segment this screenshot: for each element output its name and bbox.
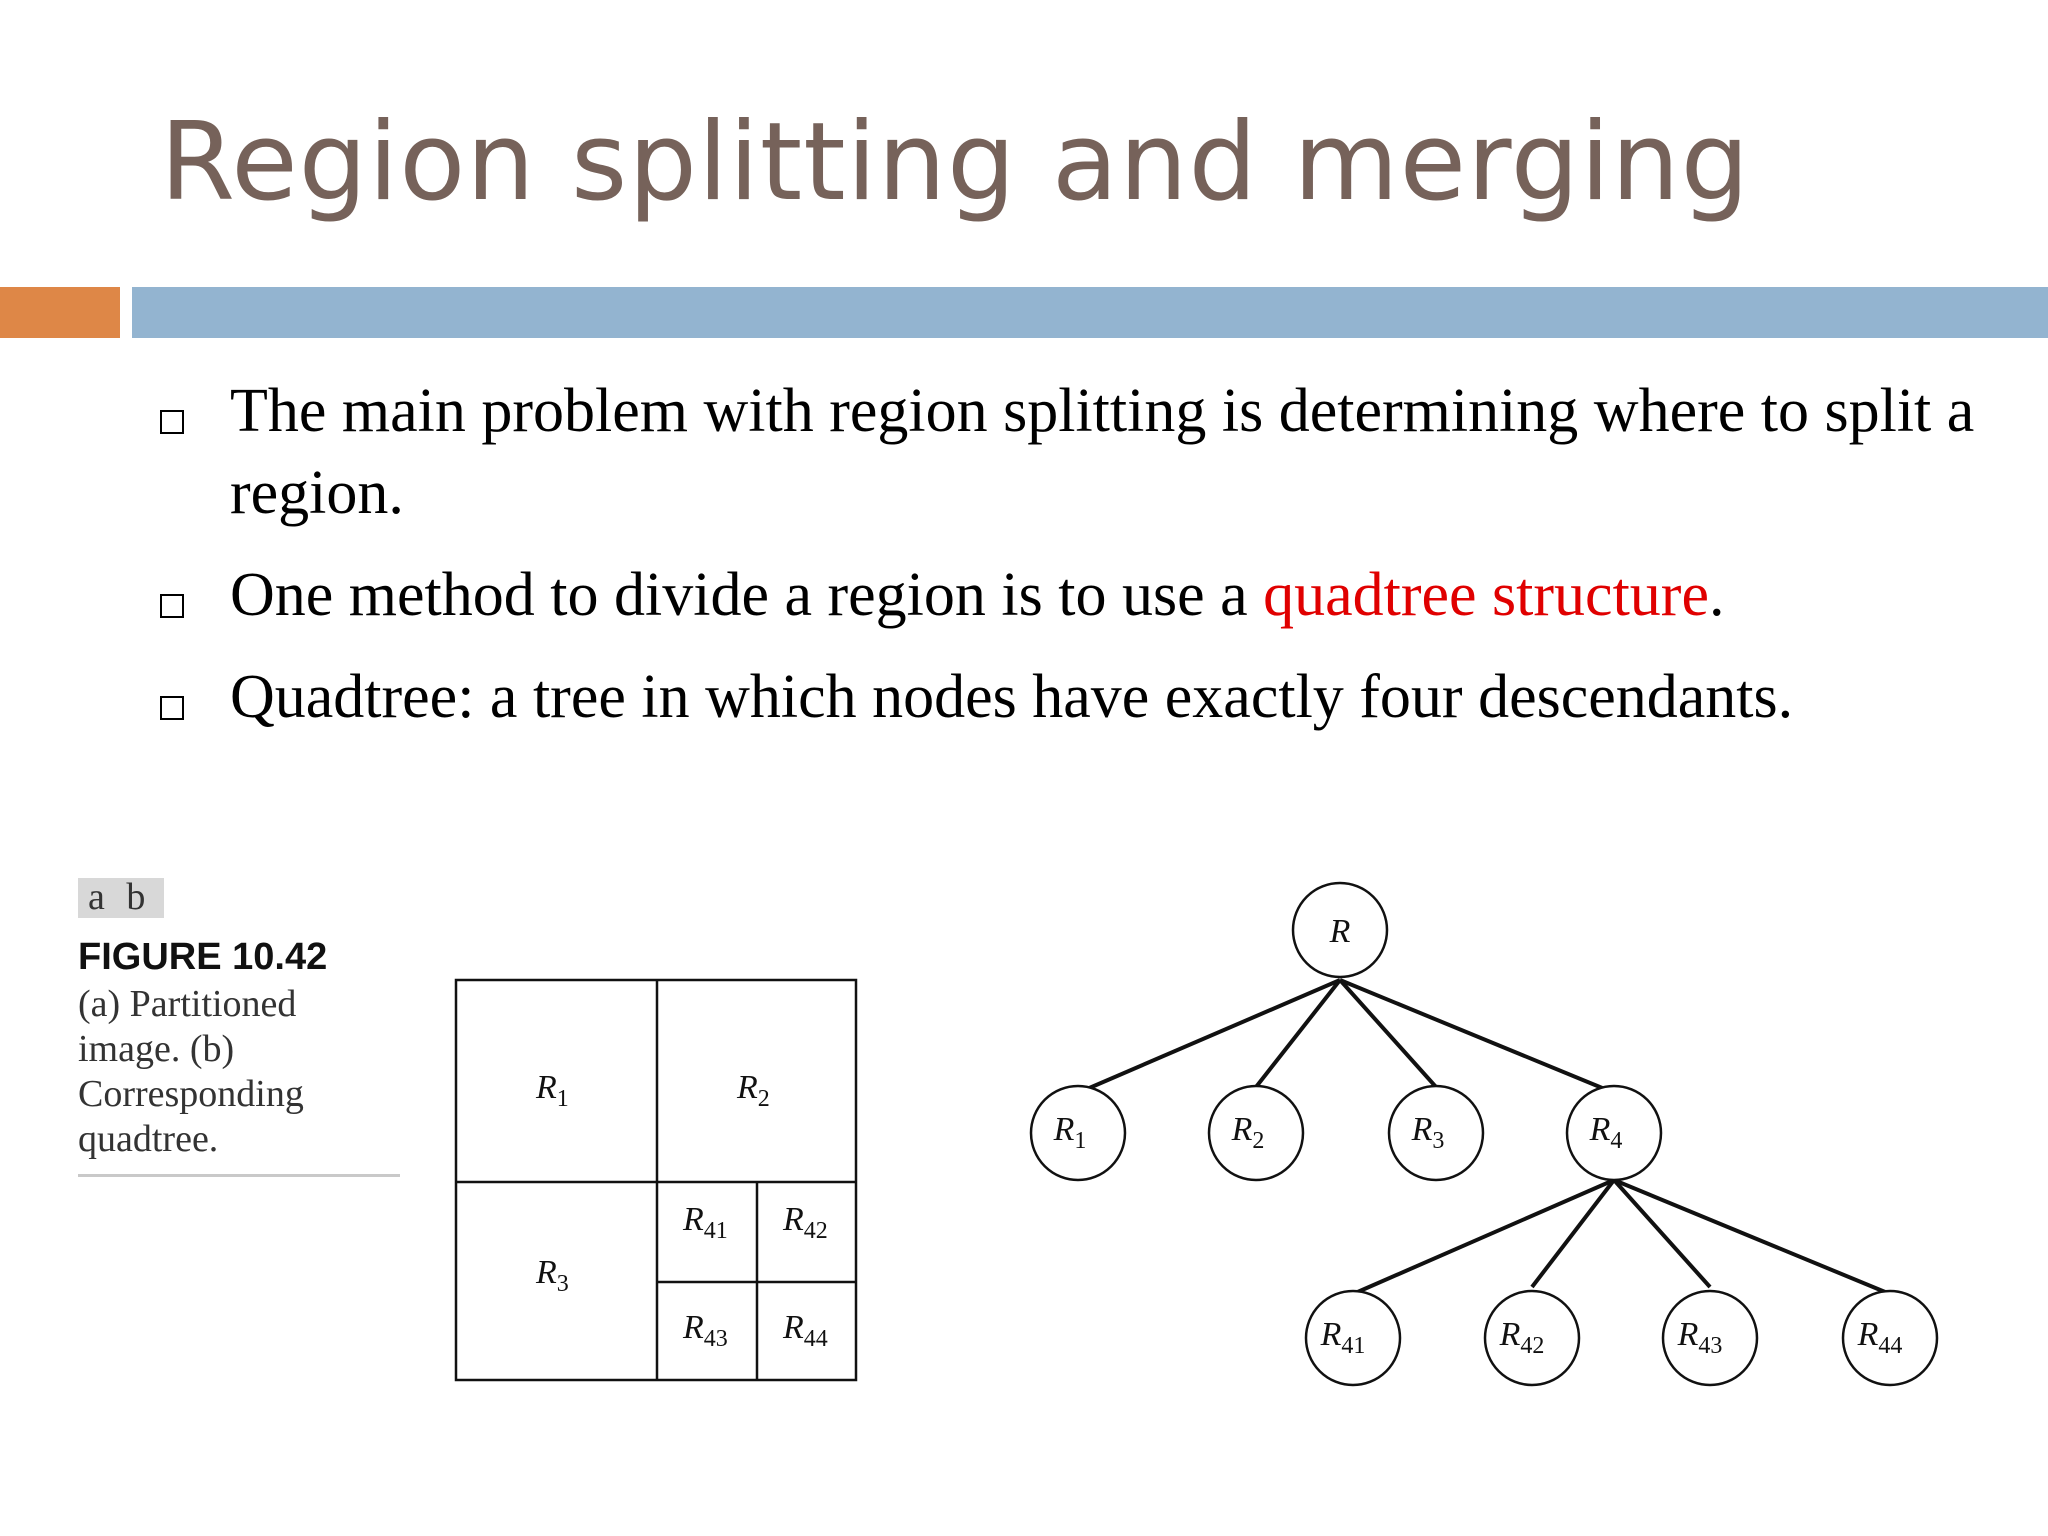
partition-label-r1: R1 bbox=[535, 1069, 569, 1112]
square-bullet-icon bbox=[160, 696, 184, 720]
bullet-list: The main problem with region splitting i… bbox=[160, 370, 2000, 758]
caption-rule bbox=[78, 1174, 400, 1177]
figure-title: FIGURE 10.42 bbox=[78, 936, 328, 978]
accent-bar-orange bbox=[0, 287, 120, 338]
bullet-text-end: . bbox=[1708, 561, 1725, 629]
highlighted-term: quadtree structure bbox=[1263, 561, 1709, 629]
bullet-text: The main problem with region splitting i… bbox=[230, 377, 1975, 527]
partition-label-r2: R2 bbox=[736, 1069, 770, 1112]
bullet-text: One method to divide a region is to use … bbox=[230, 561, 1264, 629]
panel-letters: a b bbox=[88, 876, 146, 918]
square-bullet-icon bbox=[160, 410, 184, 434]
tree-node-label-r: R bbox=[1329, 913, 1351, 950]
bullet-item: Quadtree: a tree in which nodes have exa… bbox=[160, 656, 2000, 738]
quadtree-edges bbox=[1079, 978, 1891, 1296]
partition-label-r42: R42 bbox=[782, 1201, 828, 1244]
square-bullet-icon bbox=[160, 594, 184, 618]
partition-label-r44: R44 bbox=[782, 1309, 828, 1352]
panel-letters-box bbox=[78, 878, 164, 918]
bullet-text: Quadtree: a tree in which nodes have exa… bbox=[230, 663, 1794, 731]
accent-bar-blue bbox=[132, 287, 2048, 338]
partitioned-image bbox=[454, 978, 858, 1382]
bullet-item: The main problem with region splitting i… bbox=[160, 370, 2000, 534]
partition-label-r43: R43 bbox=[682, 1309, 728, 1352]
slide-title: Region splitting and merging bbox=[160, 100, 1751, 225]
quadtree-nodes bbox=[1029, 881, 1939, 1387]
partition-label-r3: R3 bbox=[535, 1254, 569, 1297]
partition-label-r41: R41 bbox=[682, 1201, 728, 1244]
bullet-item: One method to divide a region is to use … bbox=[160, 554, 2000, 636]
figure-caption: (a) Partitioned image. (b) Corresponding… bbox=[78, 983, 304, 1160]
